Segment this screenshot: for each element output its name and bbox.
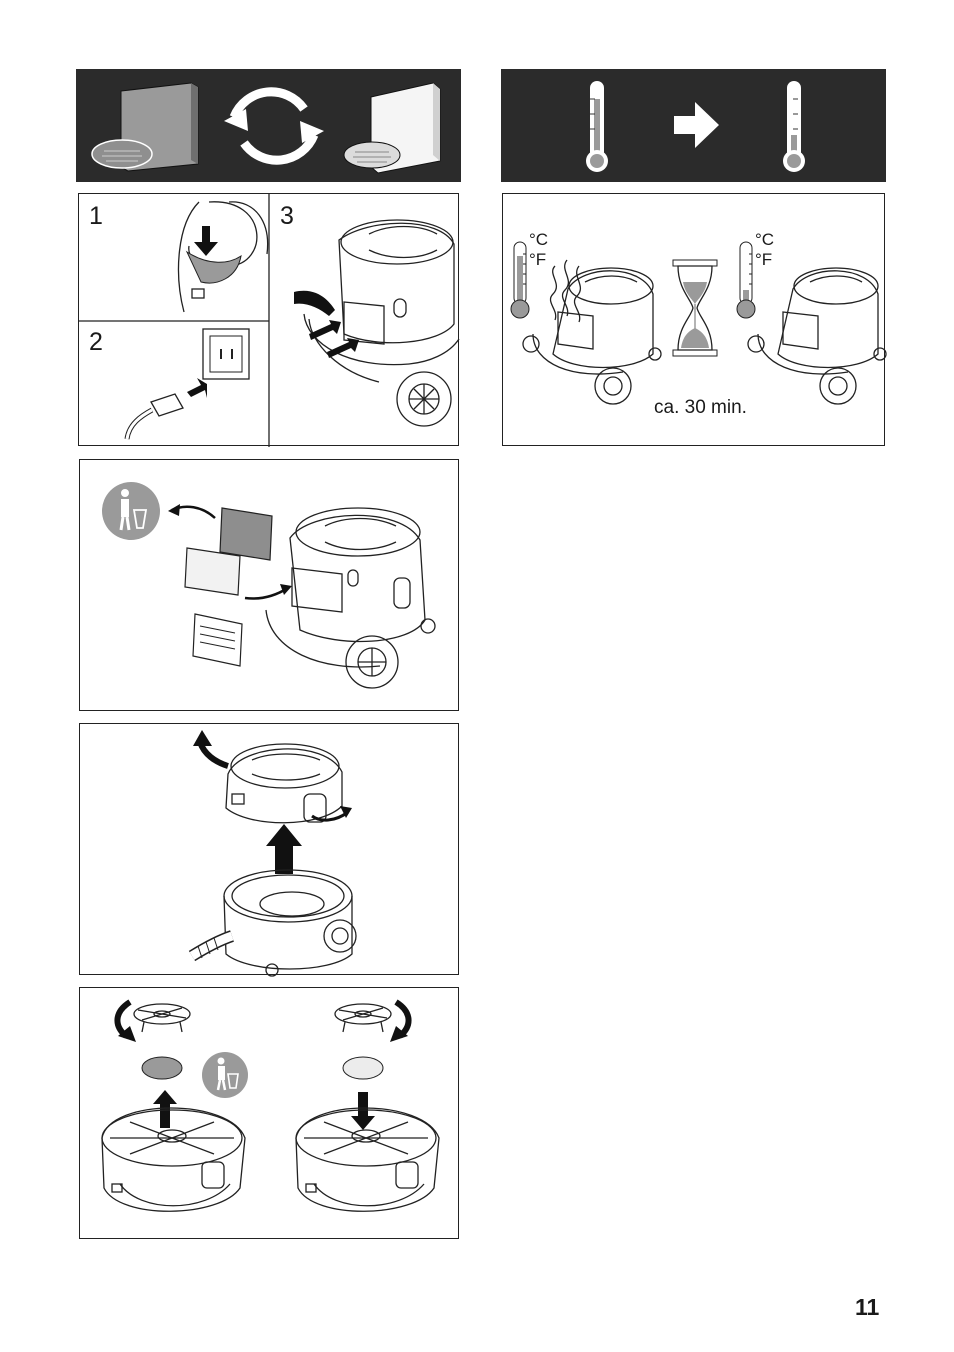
remove-lid-panel <box>79 723 459 975</box>
steps-panel: 1 2 3 <box>78 193 459 446</box>
disc-filter-panel-art <box>80 988 460 1240</box>
remove-lid-panel-art <box>80 724 460 976</box>
trash-can-icon <box>102 482 160 540</box>
steps-panel-art <box>79 194 460 447</box>
cooling-panel: °C °F °C °F ca. 30 min. <box>502 193 885 446</box>
hourglass-icon <box>673 260 717 356</box>
filter-exchange-panel <box>79 459 459 711</box>
unit-fahrenheit-right: °F <box>755 250 772 270</box>
trash-can-icon <box>202 1052 248 1098</box>
filter-exchange-panel-art <box>80 460 460 712</box>
unit-celsius-left: °C <box>529 230 548 250</box>
temperature-banner-art <box>501 69 886 182</box>
unit-fahrenheit-left: °F <box>529 250 546 270</box>
disc-filter-panel <box>79 987 459 1239</box>
thermometer-cool-icon <box>737 242 755 318</box>
step-2-number: 2 <box>89 328 103 357</box>
temperature-banner <box>501 69 886 182</box>
step-3-number: 3 <box>280 202 294 231</box>
arrow-right-icon <box>674 102 719 148</box>
new-filter-set-icon <box>344 83 440 173</box>
unit-celsius-right: °C <box>755 230 774 250</box>
cooling-time-caption: ca. 30 min. <box>654 397 747 419</box>
thermometer-hot-icon <box>511 242 529 318</box>
filter-replace-banner <box>76 69 461 182</box>
page-number: 11 <box>855 1294 879 1321</box>
step-1-number: 1 <box>89 202 103 231</box>
thermometer-hot-icon <box>586 81 608 172</box>
filter-replace-banner-art <box>76 69 461 182</box>
filter-set-icon <box>92 83 198 171</box>
thermometer-cool-icon <box>783 81 805 172</box>
